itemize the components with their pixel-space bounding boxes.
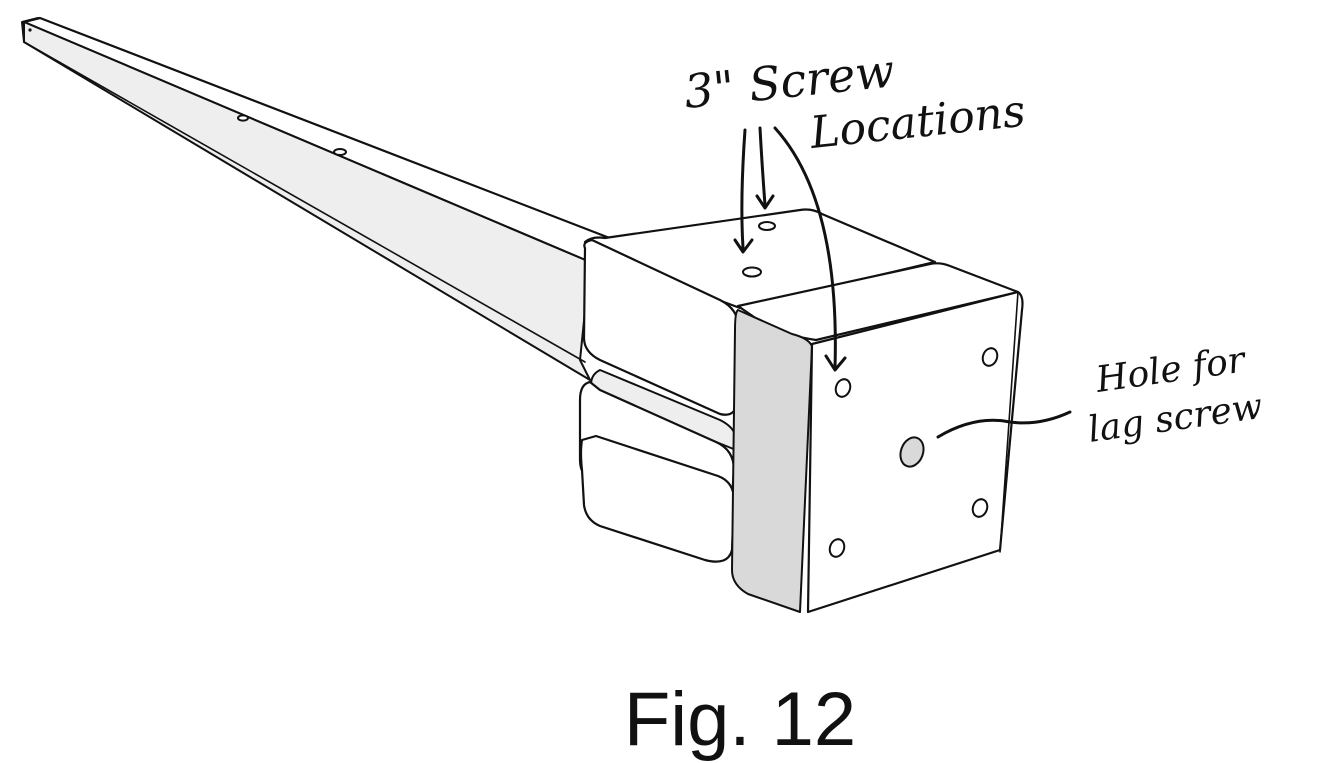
- upper-side-block: [582, 208, 937, 416]
- board-hole-2: [333, 148, 347, 156]
- arrow-3-line: [773, 126, 837, 370]
- lag-screw-hole: [899, 436, 925, 468]
- face-screw-hole-top-left: [834, 378, 852, 398]
- figure-caption: Fig. 12: [624, 677, 856, 762]
- long-board: [21, 16, 622, 381]
- lag-pointer-line: [936, 410, 1072, 439]
- board-top-face: [22, 16, 622, 264]
- board-bottom-edge: [23, 41, 586, 363]
- arrow-1-head: [733, 238, 754, 254]
- arrow-3-head: [824, 354, 847, 372]
- end-block-side: [731, 309, 813, 613]
- arrow-2-head: [755, 194, 775, 210]
- lower-side-block: [578, 369, 737, 563]
- face-screw-hole-top-right: [981, 347, 999, 367]
- top-screw-hole-2: [742, 266, 762, 278]
- screw-arrows: [733, 126, 1072, 439]
- upper-block-top: [583, 208, 937, 310]
- board-end-mark: [28, 28, 32, 32]
- top-screw-hole-1: [758, 221, 776, 231]
- face-screw-hole-bottom-left: [828, 538, 846, 558]
- board-hole-1: [237, 114, 249, 122]
- lower-block-front-lower: [579, 434, 736, 563]
- face-screw-hole-bottom-right: [971, 498, 989, 518]
- end-block: [731, 262, 1024, 614]
- arrow-1-line: [740, 128, 747, 250]
- arrow-2-line: [758, 126, 767, 207]
